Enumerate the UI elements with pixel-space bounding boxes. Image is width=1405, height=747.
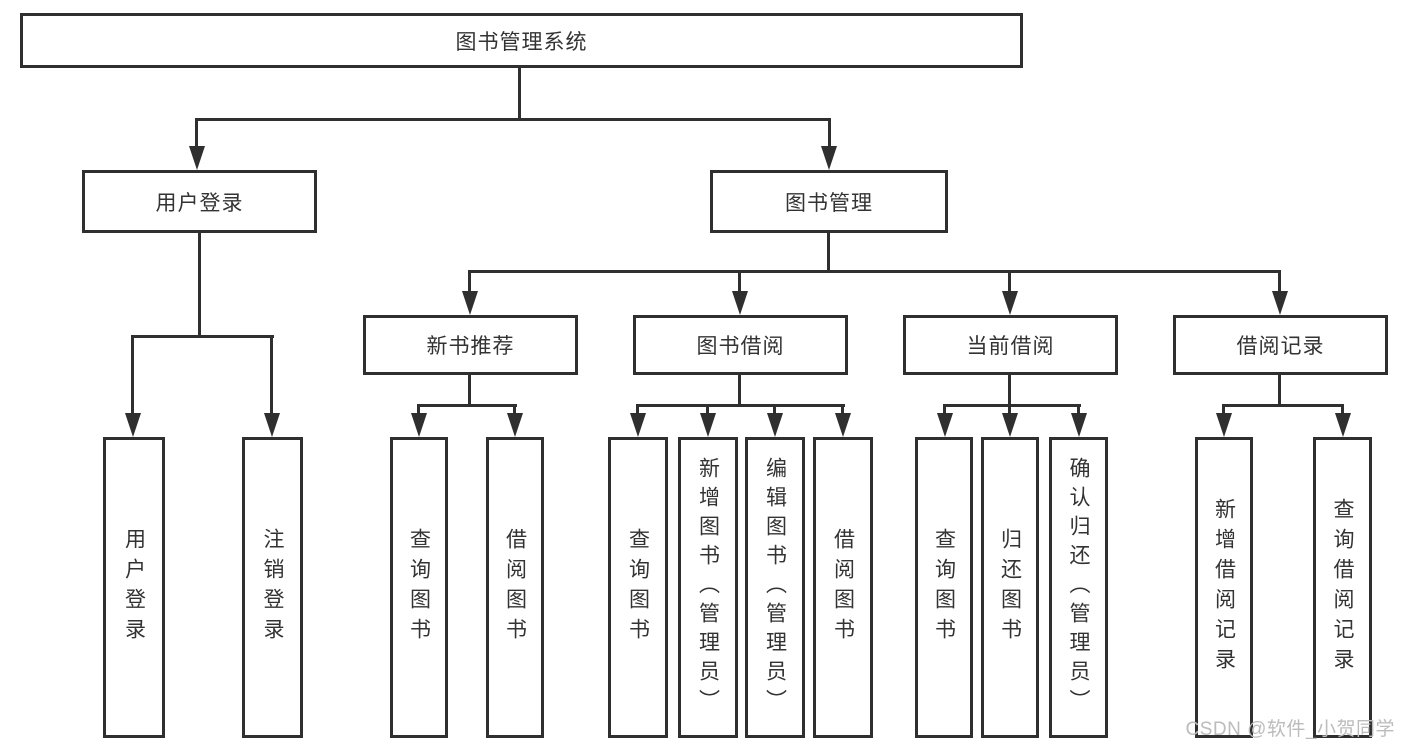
node-label: 查询借阅记录 (1331, 497, 1354, 678)
connector-leaf-drop (943, 404, 946, 416)
arrowhead-down-icon (937, 413, 953, 437)
arrowhead-down-icon (835, 413, 851, 437)
node-label: 归还图书 (998, 527, 1022, 648)
arrowhead-down-icon (630, 413, 646, 437)
node-label: 查询图书 (932, 527, 956, 648)
connector-leaf-drop (1341, 404, 1344, 416)
node-label: 查询图书 (626, 527, 650, 648)
connector-borrow-record-stem (1278, 375, 1281, 407)
node-book-borrowing: 图书借阅 (633, 315, 848, 375)
node-label: 新增图书（管理员） (696, 457, 720, 718)
arrowhead-down-icon (1002, 413, 1018, 437)
arrowhead-down-icon (264, 413, 280, 437)
node-label: 编辑图书（管理员） (763, 457, 787, 718)
connector-user-login-drop (195, 118, 198, 150)
arrowhead-down-icon (1071, 413, 1087, 437)
connector-leaf-drop (773, 404, 776, 416)
connector-leaf-drop (706, 404, 709, 416)
leaf-borrow-books-recommend: 借阅图书 (486, 437, 544, 738)
connector-current-borrow-stem (1008, 375, 1011, 407)
connector-level3-drop (1008, 270, 1011, 295)
node-user-login: 用户登录 (82, 170, 317, 233)
connector-new-book-stem (468, 375, 471, 407)
connector-level2-rail (196, 118, 831, 121)
node-label: 新书推荐 (426, 335, 515, 358)
arrowhead-down-icon (1335, 413, 1351, 437)
connector-leaf-drop (1008, 404, 1011, 416)
connector-book-borrow-stem (738, 375, 741, 407)
connector-leaf-drop (841, 404, 844, 416)
arrowhead-down-icon (1272, 291, 1288, 315)
connector-leaf-drop (417, 404, 420, 416)
node-label: 注销登录 (261, 527, 284, 648)
node-label: 查询图书 (407, 527, 431, 648)
leaf-return-book: 归还图书 (981, 437, 1039, 738)
leaf-query-books-current: 查询图书 (915, 437, 973, 738)
arrowhead-down-icon (507, 413, 523, 437)
connector-user-login-stem (198, 233, 201, 338)
connector-leaf-drop (1077, 404, 1080, 416)
arrowhead-down-icon (700, 413, 716, 437)
node-new-book-recommendation: 新书推荐 (363, 315, 578, 375)
node-label: 借阅记录 (1236, 335, 1325, 358)
node-book-management: 图书管理 (710, 170, 948, 233)
node-current-borrowing: 当前借阅 (903, 315, 1118, 375)
arrowhead-down-icon (125, 413, 141, 437)
leaf-query-books-recommend: 查询图书 (390, 437, 448, 738)
leaf-confirm-return-admin: 确认归还（管理员） (1049, 437, 1108, 738)
connector-level3-drop (1278, 270, 1281, 295)
node-label: 用户登录 (155, 191, 244, 215)
leaf-user-login: 用户登录 (103, 437, 165, 738)
connector-current-borrow-rail (944, 404, 1081, 407)
leaf-borrow-books-borrowing: 借阅图书 (813, 437, 873, 738)
node-label: 图书借阅 (696, 335, 785, 358)
arrowhead-down-icon (1002, 291, 1018, 315)
node-label: 新增借阅记录 (1212, 497, 1236, 678)
node-label: 图书管理系统 (455, 30, 588, 54)
connector-new-book-rail (418, 404, 517, 407)
connector-level3-rail (469, 270, 1281, 273)
connector-leaf-drop (270, 335, 273, 417)
node-label: 借阅图书 (831, 527, 855, 648)
node-label: 借阅图书 (503, 527, 527, 648)
connector-leaf-drop (1222, 404, 1225, 416)
arrowhead-down-icon (1216, 413, 1232, 437)
connector-leaf-drop (636, 404, 639, 416)
leaf-edit-book-admin: 编辑图书（管理员） (745, 437, 805, 738)
connector-book-mgmt-drop (828, 118, 831, 150)
arrowhead-down-icon (189, 146, 205, 170)
connector-borrow-record-rail (1223, 404, 1344, 407)
watermark: CSDN @软件_小贺同学 (1185, 719, 1395, 740)
connector-user-login-rail (132, 335, 274, 338)
connector-level3-drop (468, 270, 471, 295)
node-borrowing-records: 借阅记录 (1173, 315, 1388, 375)
node-library-management-system: 图书管理系统 (20, 13, 1023, 68)
leaf-query-borrow-record: 查询借阅记录 (1313, 437, 1372, 738)
node-label: 当前借阅 (966, 335, 1055, 358)
connector-leaf-drop (513, 404, 516, 416)
arrowhead-down-icon (767, 413, 783, 437)
connector-leaf-drop (131, 335, 134, 417)
node-label: 确认归还（管理员） (1067, 457, 1090, 718)
node-label: 图书管理 (785, 191, 873, 215)
arrowhead-down-icon (732, 291, 748, 315)
connector-book-mgmt-stem (827, 233, 830, 273)
connector-level3-drop (738, 270, 741, 295)
connector-root-drop (518, 66, 521, 120)
node-label: 用户登录 (122, 527, 146, 648)
arrowhead-down-icon (821, 146, 837, 170)
arrowhead-down-icon (462, 291, 478, 315)
arrowhead-down-icon (411, 413, 427, 437)
leaf-query-books-borrowing: 查询图书 (608, 437, 668, 738)
leaf-logout: 注销登录 (242, 437, 303, 738)
leaf-add-book-admin: 新增图书（管理员） (678, 437, 738, 738)
connector-book-borrow-rail (637, 404, 845, 407)
leaf-add-borrow-record: 新增借阅记录 (1195, 437, 1253, 738)
